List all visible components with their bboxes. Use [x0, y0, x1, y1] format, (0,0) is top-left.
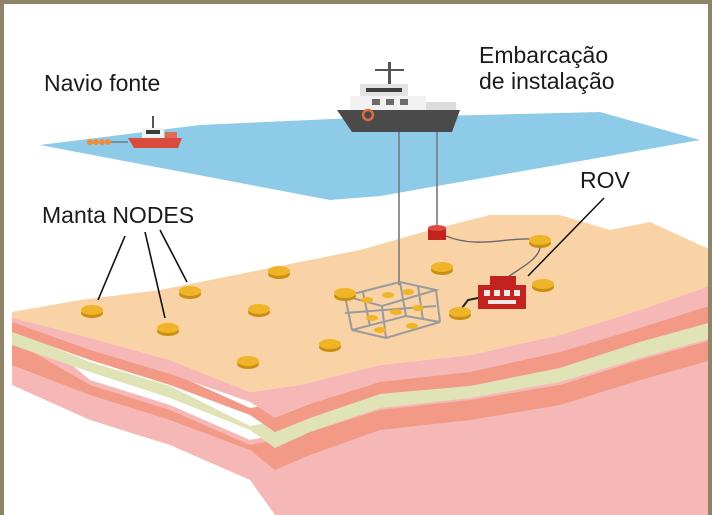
- layer-green: [12, 322, 712, 448]
- rov-leader-line: [527, 197, 605, 277]
- node-marker: [237, 356, 259, 369]
- seabed-nodes: [81, 235, 554, 369]
- node-marker: [319, 339, 341, 352]
- node-marker: [268, 266, 290, 279]
- nodes-leader-lines: [97, 229, 188, 319]
- source-vessel-label: Navio fonte: [44, 70, 161, 96]
- node-marker: [449, 307, 471, 320]
- seabed-surface: [12, 215, 712, 392]
- installation-vessel-icon: [337, 62, 460, 285]
- node-marker: [532, 279, 554, 292]
- source-vessel-icon: [87, 116, 182, 148]
- node-marker: [248, 304, 270, 317]
- node-marker: [81, 305, 103, 318]
- layer-pink-bottom: [12, 315, 712, 515]
- node-marker: [529, 235, 551, 248]
- seabed-layers: [12, 215, 712, 515]
- installation-vessel-label-line2: de instalação: [479, 68, 615, 94]
- rov-icon: [461, 276, 526, 309]
- layer-salmon-lower: [12, 340, 712, 470]
- node-marker: [334, 288, 356, 301]
- rack-nodes: [361, 289, 424, 333]
- node-marker: [431, 262, 453, 275]
- rov-label: ROV: [580, 167, 630, 193]
- node-marker: [157, 323, 179, 336]
- nodes-label: Manta NODES: [42, 202, 195, 228]
- sea-surface: [40, 112, 700, 200]
- node-marker: [179, 286, 201, 299]
- installation-vessel-label: Embarcação de instalação: [479, 42, 615, 94]
- installation-vessel-label-line1: Embarcação: [479, 42, 609, 68]
